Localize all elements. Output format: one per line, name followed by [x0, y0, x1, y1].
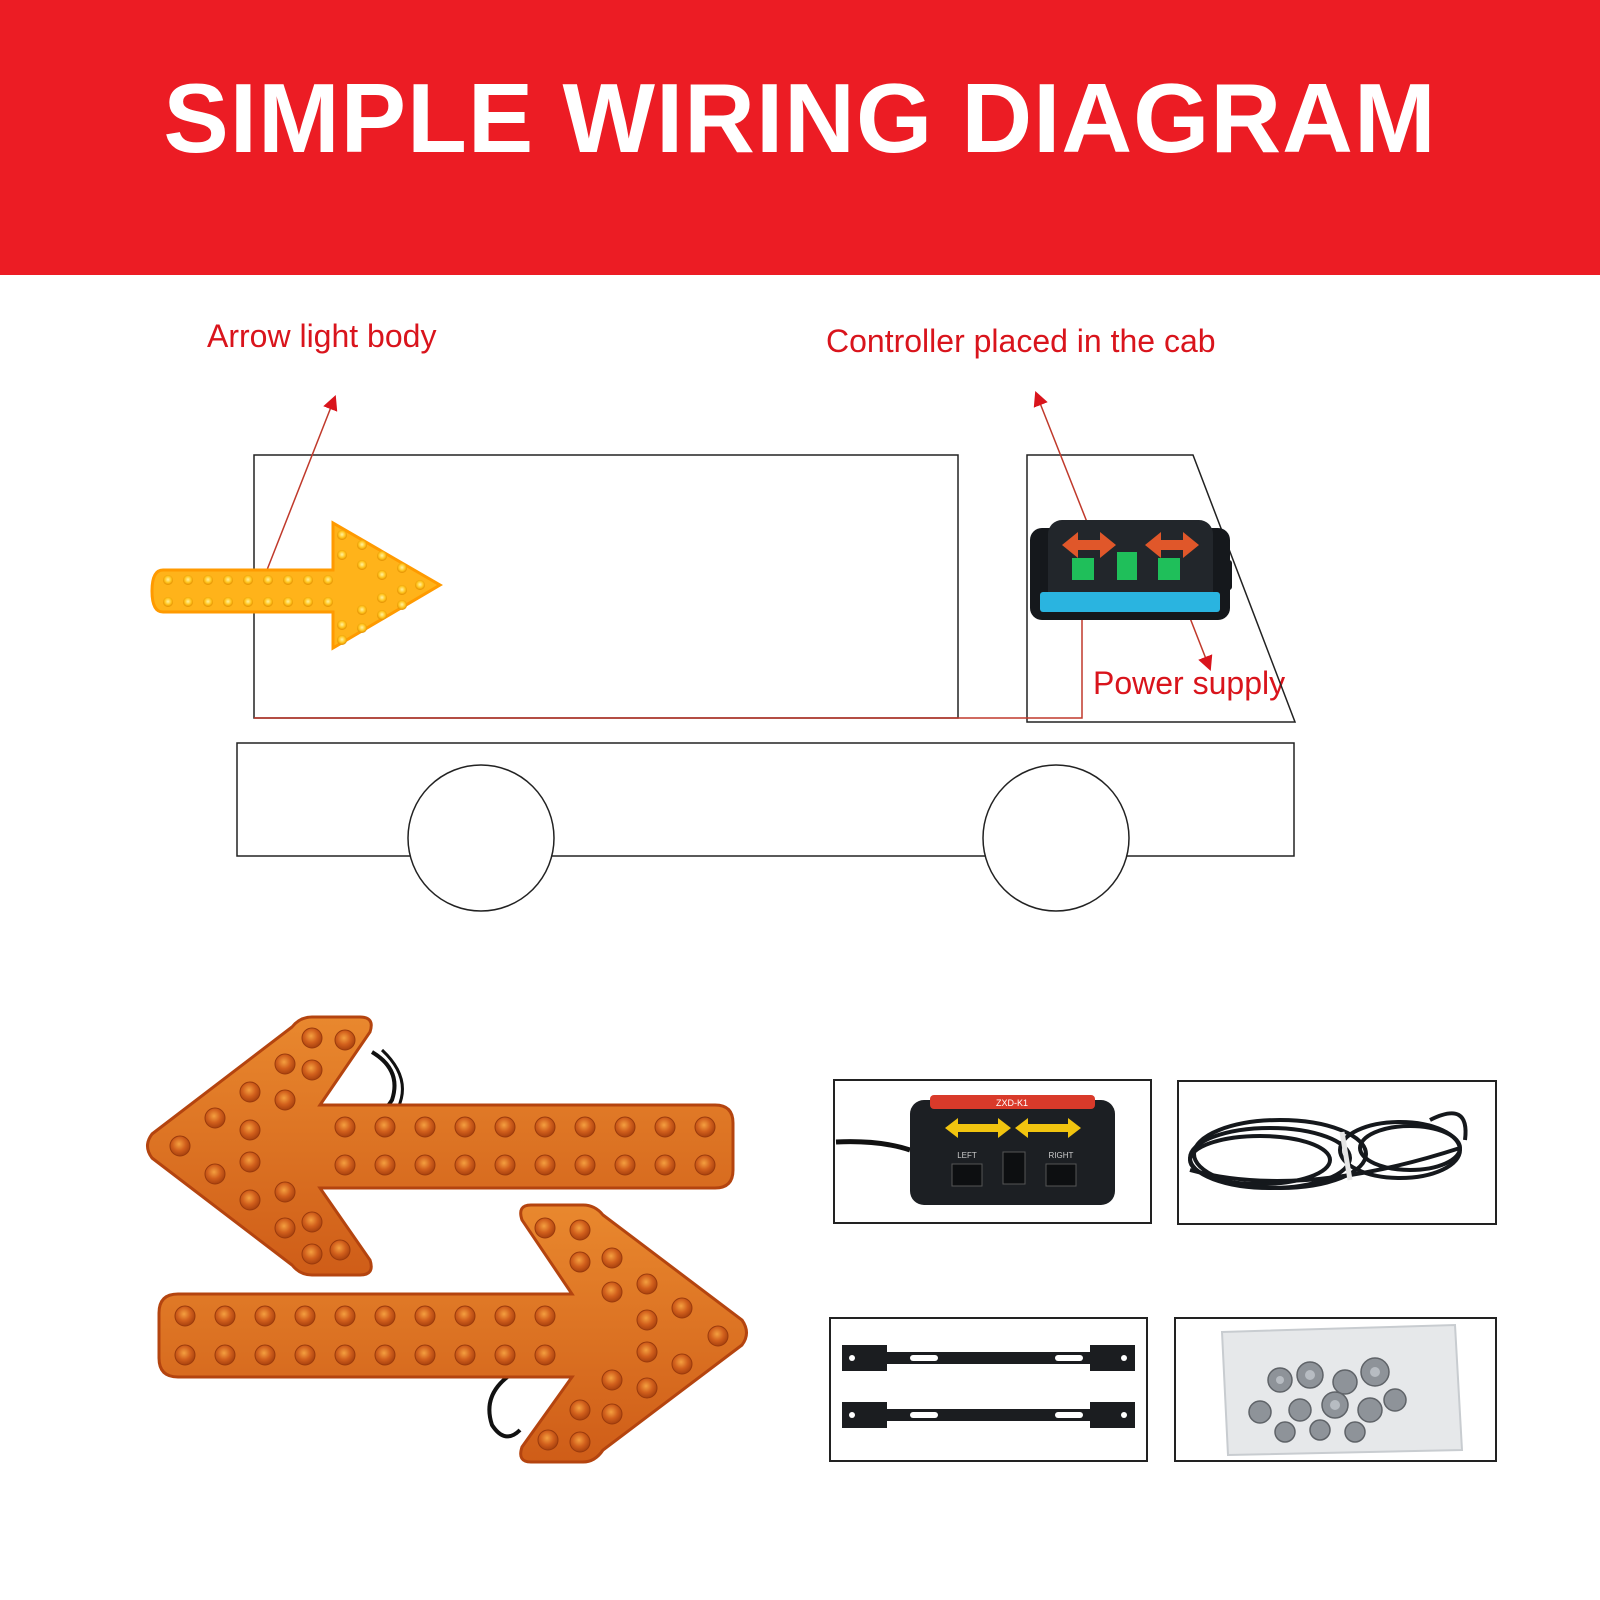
truck-outline — [236, 454, 1297, 912]
controller-brand-text: ZXD-K1 — [996, 1098, 1028, 1108]
accessory-brackets — [829, 1317, 1148, 1462]
controller-right-text: RIGHT — [1049, 1151, 1074, 1160]
page-title: SIMPLE WIRING DIAGRAM — [163, 63, 1437, 173]
arrow-pointer-line — [264, 395, 338, 576]
truck-front-wheel — [982, 764, 1130, 912]
right-arrow-panel — [157, 1203, 748, 1464]
controller-label: Controller placed in the cab — [826, 323, 1216, 359]
cab-controller-box — [1030, 520, 1232, 620]
truck-rear-wheel — [407, 764, 555, 912]
truck-chassis — [236, 742, 1295, 857]
arrow-light-icon — [150, 520, 443, 651]
accessory-cable — [1177, 1080, 1497, 1225]
accessory-controller: ZXD-K1 LEFT RIGHT — [833, 1079, 1152, 1224]
title-banner: SIMPLE WIRING DIAGRAM — [0, 0, 1600, 275]
power-pointer-line — [1189, 617, 1213, 671]
accessory-screws — [1174, 1317, 1497, 1462]
left-arrow-panel — [146, 1015, 735, 1277]
power-wire — [254, 618, 1083, 719]
controller-left-text: LEFT — [957, 1151, 977, 1160]
arrow-light-body-label: Arrow light body — [207, 318, 437, 354]
power-supply-label: Power supply — [1093, 665, 1286, 701]
double-arrow-led-panel — [146, 1015, 748, 1464]
truck-cab — [1026, 454, 1297, 723]
